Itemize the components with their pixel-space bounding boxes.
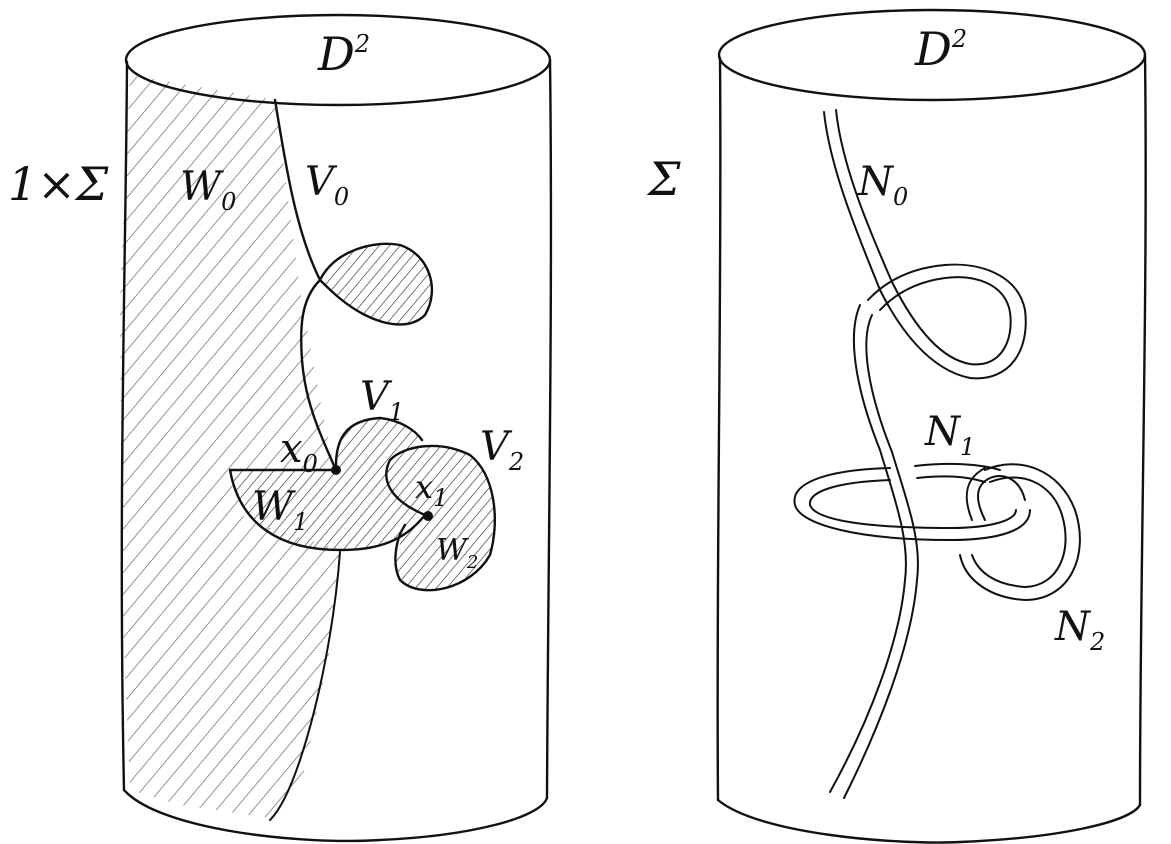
right-cylinder-right-side bbox=[1138, 53, 1147, 807]
region-w2-outline bbox=[385, 444, 496, 592]
left-cylinder-right-side bbox=[545, 58, 553, 800]
right-cylinder: D2 Σ N0 N1 N2 bbox=[646, 8, 1147, 844]
label-v0: V0 bbox=[305, 159, 349, 211]
right-top-label: D2 bbox=[914, 22, 967, 76]
lobe-fill bbox=[320, 243, 432, 325]
label-x1: x1 bbox=[415, 468, 448, 512]
point-x0 bbox=[331, 465, 341, 475]
right-side-label: Σ bbox=[646, 152, 681, 206]
label-v1: V1 bbox=[360, 374, 404, 426]
label-v2: V2 bbox=[480, 424, 524, 476]
arc-v1 bbox=[334, 416, 424, 472]
label-w2: W2 bbox=[436, 533, 478, 573]
right-cylinder-left-side bbox=[716, 56, 722, 802]
point-x1 bbox=[423, 511, 433, 521]
knot-n0 bbox=[823, 109, 1027, 799]
label-x0: x0 bbox=[280, 426, 318, 478]
left-cylinder-left-side bbox=[120, 60, 129, 792]
knot-n2 bbox=[959, 463, 1081, 601]
region-w1-fill bbox=[230, 470, 425, 550]
label-n2: N2 bbox=[1054, 604, 1105, 656]
left-bottom-arc bbox=[122, 788, 549, 843]
left-cylinder: D2 1×Σ W0 W1 W2 V0 V1 V2 x0 x1 bbox=[8, 13, 553, 843]
region-w0-hatch bbox=[120, 75, 340, 818]
label-w0: W0 bbox=[180, 164, 236, 216]
region-w1-upper-fill bbox=[335, 418, 425, 515]
region-w1-outline bbox=[228, 468, 427, 552]
region-w0-boundary bbox=[269, 551, 341, 821]
label-n0: N0 bbox=[857, 159, 908, 211]
region-w2-fill bbox=[386, 445, 495, 591]
label-n1: N1 bbox=[924, 409, 975, 461]
left-top-label: D2 bbox=[317, 27, 370, 81]
lobe-outline bbox=[318, 242, 434, 326]
right-bottom-arc bbox=[716, 798, 1142, 844]
label-w1: W1 bbox=[252, 484, 308, 536]
arc-v0 bbox=[273, 98, 338, 472]
knot-n1 bbox=[793, 462, 1031, 541]
left-side-label: 1×Σ bbox=[8, 157, 109, 211]
